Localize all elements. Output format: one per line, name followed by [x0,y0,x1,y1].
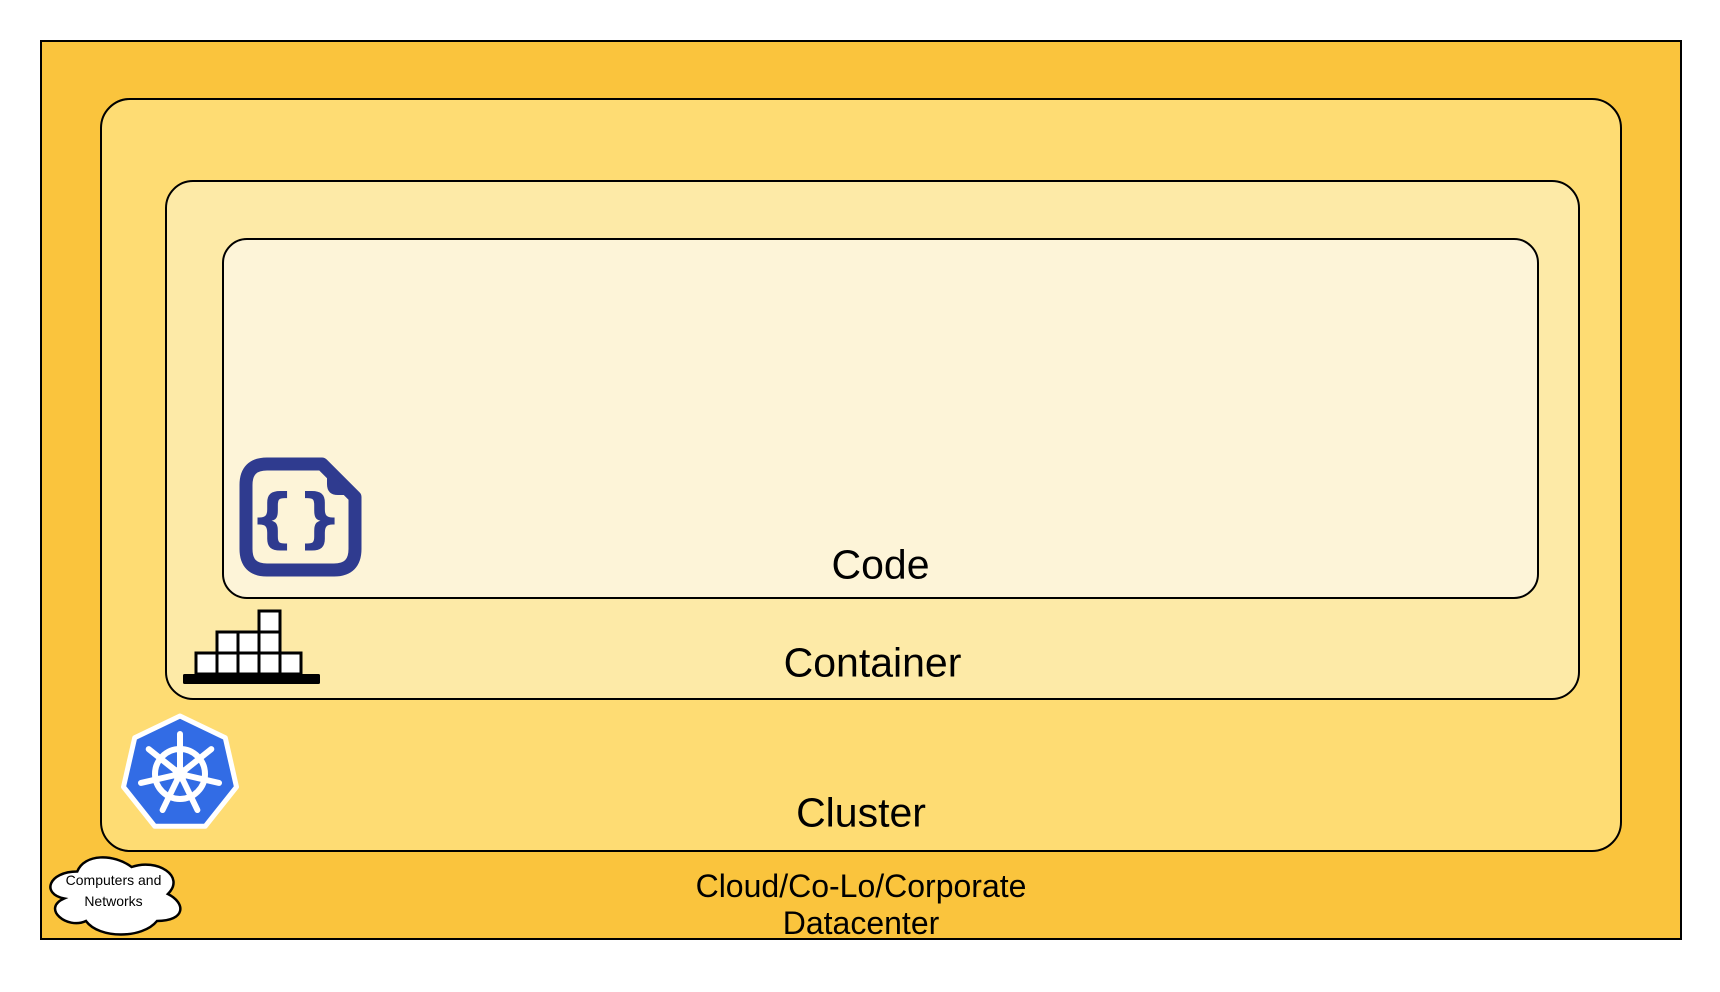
layer-code [222,238,1539,599]
cloud-outline [49,856,182,936]
block [257,651,282,676]
folded-corner [327,469,353,495]
code-file-icon: {} [239,457,362,577]
wheel-ring [152,746,208,802]
cluster-label: Cluster [796,789,926,836]
cloud-label-line2: Networks [84,893,143,909]
cloud-label: Computers and Networks [39,870,188,912]
container-blocks-icon [183,609,320,684]
code-icon-braces: {} [249,482,344,556]
kubernetes-icon [121,713,239,829]
wheel-hub [172,766,188,782]
block [236,630,261,655]
cloud-label-line1: Computers and [65,872,162,888]
block [215,651,240,676]
datacenter-label: Cloud/Co-Lo/Corporate Datacenter [40,868,1682,942]
block [194,651,219,676]
code-label: Code [831,541,930,588]
datacenter-label-line2: Datacenter [782,905,940,941]
block [278,651,303,676]
pallet-base [183,674,320,684]
block [257,609,282,634]
container-label: Container [783,639,962,686]
cloud-icon [49,856,182,936]
document-outline [239,457,362,577]
block [236,651,261,676]
datacenter-label-line1: Cloud/Co-Lo/Corporate [695,868,1027,904]
block [257,630,282,655]
block [215,630,240,655]
